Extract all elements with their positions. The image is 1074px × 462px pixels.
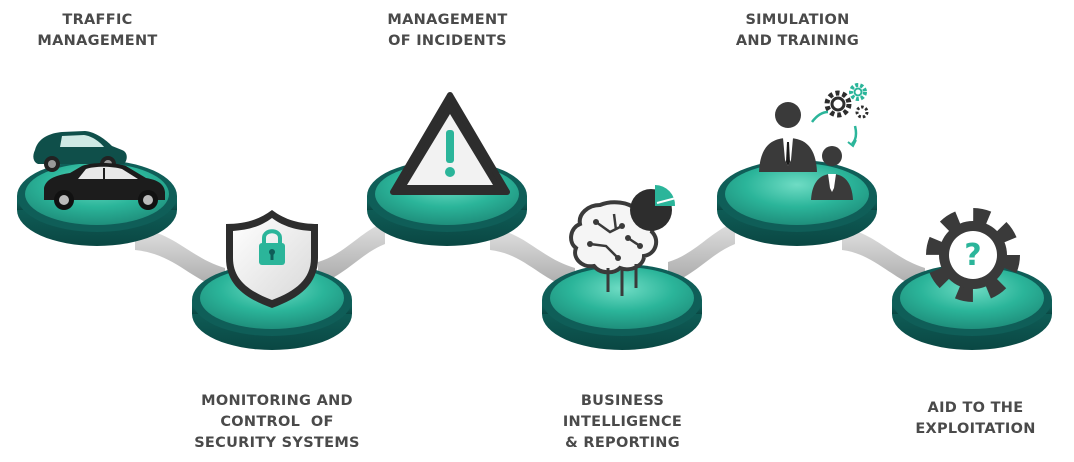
label-line: SIMULATION [745,12,850,28]
disc-5 [717,160,877,246]
warning-icon [390,92,510,195]
label-management-incidents: MANAGEMENT OF INCIDENTS [370,10,525,52]
svg-text:?: ? [964,238,981,273]
connector-3 [490,228,575,290]
disc-6 [892,264,1052,350]
shield-lock-icon [226,210,318,308]
label-line: MANAGEMENT [387,12,508,28]
label-monitoring-control: MONITORING AND CONTROL OF SECURITY SYSTE… [182,391,372,454]
label-line: OF INCIDENTS [388,33,507,49]
label-line: TRAFFIC [62,12,133,28]
label-line: CONTROL OF [220,414,334,430]
label-line: SECURITY SYSTEMS [194,435,360,451]
label-business-intelligence: BUSINESS INTELLIGENCE & REPORTING [545,391,700,454]
connector-5 [842,228,925,290]
label-line: & REPORTING [565,435,680,451]
label-line: EXPLOITATION [915,421,1036,437]
disc-4 [542,264,702,350]
label-line: AND TRAINING [735,33,860,49]
connector-2 [318,222,385,284]
label-line: MANAGEMENT [37,33,158,49]
label-line: MONITORING AND [201,393,353,409]
label-line: INTELLIGENCE [562,414,683,430]
brain-chart-icon [569,184,677,296]
cars-icon [33,131,165,210]
label-line: BUSINESS [580,393,665,409]
connectors [135,222,925,290]
label-aid-exploitation: AID TO THE EXPLOITATION [898,398,1053,440]
label-traffic-management: TRAFFIC MANAGEMENT [20,10,175,52]
label-line: AID TO THE [927,400,1024,416]
connector-1 [135,228,225,290]
label-simulation-training: SIMULATION AND TRAINING [720,10,875,52]
gear-question-icon: ? [926,208,1020,302]
people-gears-icon [759,83,869,200]
connector-4 [668,222,735,284]
